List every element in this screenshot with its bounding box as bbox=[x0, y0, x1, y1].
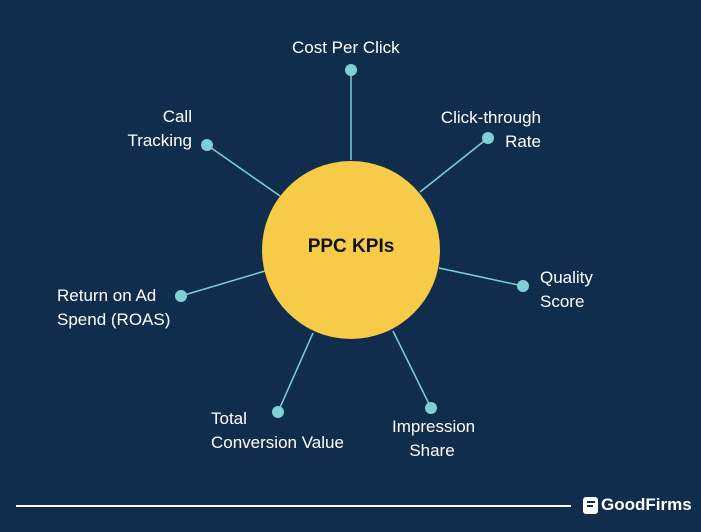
node-dot-cpc bbox=[345, 64, 357, 76]
node-label-line: Share bbox=[409, 441, 455, 460]
connector-ct bbox=[206, 144, 281, 197]
node-label-line: Total bbox=[211, 409, 247, 428]
connector-tcv bbox=[277, 332, 314, 413]
node-label-line: Quality bbox=[540, 268, 593, 287]
node-label-ctr: Click-through Rate bbox=[441, 106, 541, 154]
node-dot-roas bbox=[175, 290, 187, 302]
connector-is bbox=[392, 330, 432, 409]
node-label-line: Conversion Value bbox=[211, 433, 344, 452]
node-label-is: Impression Share bbox=[392, 415, 476, 463]
node-label-cpc: Cost Per Click bbox=[292, 36, 400, 60]
node-label-line: Rate bbox=[505, 132, 541, 151]
node-label-line: Score bbox=[540, 292, 585, 311]
connector-ctr bbox=[419, 137, 489, 193]
center-title: PPC KPIs bbox=[307, 236, 395, 257]
node-label-qs: Quality Score bbox=[540, 266, 593, 314]
goodfirms-logo-icon bbox=[583, 496, 598, 514]
brand-logo: GoodFirms bbox=[583, 495, 692, 515]
node-label-line: Spend (ROAS) bbox=[57, 310, 171, 329]
node-dot-tcv bbox=[272, 406, 284, 418]
node-label-tcv: Total Conversion Value bbox=[211, 407, 344, 455]
node-label-line: Click-through bbox=[440, 108, 541, 127]
footer-divider bbox=[16, 505, 571, 507]
node-dot-qs bbox=[517, 280, 529, 292]
brand-name: GoodFirms bbox=[601, 495, 692, 514]
node-label-line: Tracking bbox=[127, 131, 192, 150]
node-label-line: Impression bbox=[392, 417, 476, 436]
connector-roas bbox=[180, 270, 266, 297]
node-dot-is bbox=[425, 402, 437, 414]
node-dot-ct bbox=[201, 139, 213, 151]
node-dot-ctr bbox=[482, 132, 494, 144]
connector-qs bbox=[438, 267, 524, 287]
node-label-line: Cost Per Click bbox=[292, 38, 400, 57]
node-label-line: Call bbox=[162, 107, 192, 126]
node-label-ct: Call Tracking bbox=[127, 105, 192, 153]
center-circle bbox=[262, 161, 440, 339]
node-label-line: Return on Ad bbox=[57, 286, 157, 305]
node-label-roas: Return on Ad Spend (ROAS) bbox=[57, 284, 170, 332]
